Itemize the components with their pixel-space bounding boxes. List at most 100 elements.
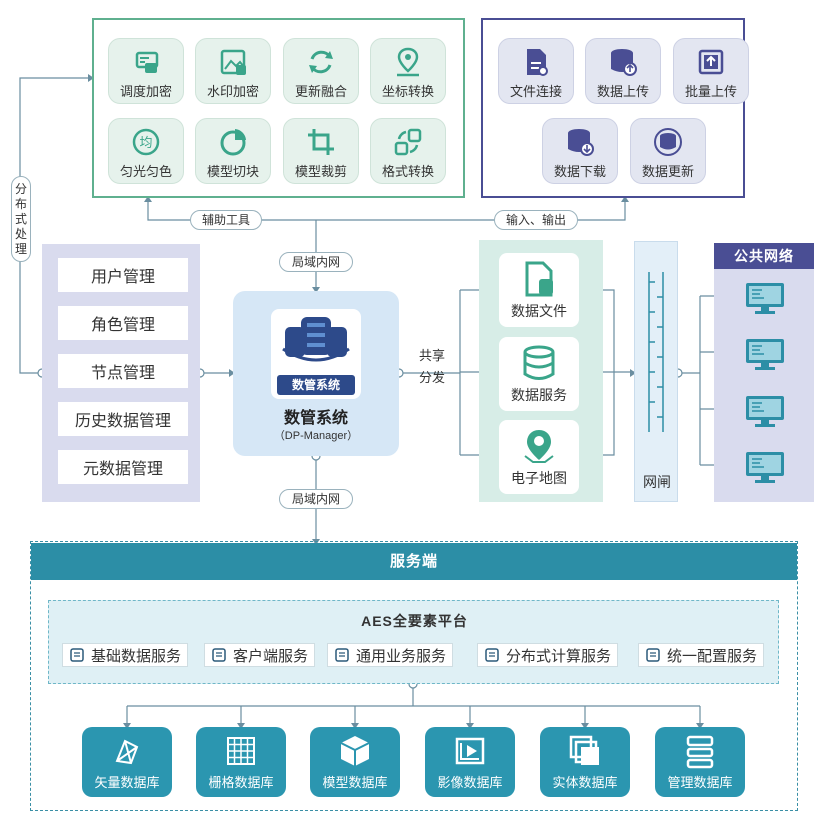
service-label: 统一配置服务 bbox=[667, 647, 758, 665]
refresh-merge-icon bbox=[309, 50, 333, 74]
aes-platform-title: AES全要素平台 bbox=[361, 613, 468, 629]
service-cluster[interactable]: 分布式计算服务 bbox=[477, 643, 619, 667]
monitor-icon bbox=[212, 648, 226, 662]
io-label: 批量上传 bbox=[684, 84, 737, 99]
image-db-icon bbox=[455, 737, 485, 765]
monitor-icon bbox=[744, 394, 786, 433]
monitor-icon bbox=[744, 281, 786, 320]
service-label: 分布式计算服务 bbox=[506, 647, 612, 665]
coordinate-convert-icon bbox=[397, 47, 419, 77]
distributed-char: 处 bbox=[14, 226, 27, 241]
database-label: 栅格数据库 bbox=[208, 775, 274, 790]
data-upload-icon bbox=[611, 49, 637, 76]
service-database[interactable]: 基础数据服务 bbox=[62, 643, 189, 667]
tool-schedule-encrypt[interactable]: 调度加密 bbox=[108, 38, 184, 104]
management-item[interactable]: 节点管理 bbox=[58, 354, 188, 388]
distributed-char: 理 bbox=[14, 241, 27, 256]
io-batch-upload[interactable]: 批量上传 bbox=[673, 38, 749, 104]
watermark-encrypt-icon bbox=[220, 49, 246, 75]
io-data-upload[interactable]: 数据上传 bbox=[585, 38, 661, 104]
io-label: 文件连接 bbox=[509, 84, 562, 99]
raster-db-icon bbox=[227, 737, 255, 765]
database-label: 管理数据库 bbox=[667, 775, 733, 790]
management-db-icon bbox=[686, 735, 714, 769]
share-item-electronic-map[interactable]: 电子地图 bbox=[499, 420, 579, 494]
database-model[interactable]: 模型数据库 bbox=[310, 727, 400, 797]
service-label: 基础数据服务 bbox=[91, 647, 182, 665]
model-tile-icon bbox=[220, 129, 246, 156]
settings-icon bbox=[646, 648, 660, 662]
io-label: 数据上传 bbox=[596, 84, 649, 99]
entity-db-icon bbox=[569, 735, 599, 765]
share-panel: 数据文件 数据服务 电子地图 bbox=[479, 240, 603, 502]
data-service-icon bbox=[523, 345, 555, 380]
database-entity[interactable]: 实体数据库 bbox=[540, 727, 630, 797]
share-label-line: 共享 bbox=[418, 348, 445, 363]
distributed-char: 布 bbox=[14, 196, 27, 211]
tool-coordinate-convert[interactable]: 坐标转换 bbox=[370, 38, 446, 104]
monitor-icon bbox=[744, 337, 786, 376]
file-link-icon bbox=[527, 49, 548, 76]
database-vector[interactable]: 矢量数据库 bbox=[82, 727, 172, 797]
share-distribute-label: 共享 分发 bbox=[412, 345, 452, 389]
database-label: 矢量数据库 bbox=[94, 775, 160, 790]
tool-label: 调度加密 bbox=[119, 84, 172, 99]
svg-text:均: 均 bbox=[139, 136, 152, 151]
tool-watermark-encrypt[interactable]: 水印加密 bbox=[195, 38, 271, 104]
tool-refresh-merge[interactable]: 更新融合 bbox=[283, 38, 359, 104]
management-panel: 用户管理 角色管理 节点管理 历史数据管理 元数据管理 bbox=[42, 244, 200, 502]
database-raster[interactable]: 栅格数据库 bbox=[196, 727, 286, 797]
monitor-icon bbox=[744, 450, 786, 489]
database-label: 影像数据库 bbox=[437, 775, 503, 790]
database-management[interactable]: 管理数据库 bbox=[655, 727, 745, 797]
io-file-link[interactable]: 文件连接 bbox=[498, 38, 574, 104]
tool-model-crop[interactable]: 模型裁剪 bbox=[283, 118, 359, 184]
server-panel bbox=[30, 541, 798, 811]
io-tag: 输入、输出 bbox=[494, 210, 578, 230]
io-data-update[interactable]: 数据更新 bbox=[630, 118, 706, 184]
database-image[interactable]: 影像数据库 bbox=[425, 727, 515, 797]
service-label: 通用业务服务 bbox=[356, 647, 447, 665]
share-label-line: 分发 bbox=[418, 370, 445, 385]
tool-label: 更新融合 bbox=[294, 84, 347, 99]
batch-upload-icon bbox=[698, 49, 724, 75]
data-update-icon bbox=[654, 128, 682, 156]
tool-label: 匀光匀色 bbox=[119, 164, 172, 179]
service-cubes[interactable]: 通用业务服务 bbox=[327, 643, 454, 667]
database-icon bbox=[70, 648, 84, 662]
database-label: 模型数据库 bbox=[322, 775, 388, 790]
io-data-download[interactable]: 数据下载 bbox=[542, 118, 618, 184]
share-item-data-service[interactable]: 数据服务 bbox=[499, 337, 579, 411]
tool-uniform-color[interactable]: 均匀光匀色 bbox=[108, 118, 184, 184]
model-db-icon bbox=[340, 736, 370, 766]
cluster-icon bbox=[485, 648, 499, 662]
tool-label: 模型裁剪 bbox=[294, 164, 347, 179]
dp-manager-title: 数管系统 bbox=[283, 410, 348, 427]
gate-label: 网闸 bbox=[643, 474, 671, 490]
management-item[interactable]: 用户管理 bbox=[58, 258, 188, 292]
service-settings[interactable]: 统一配置服务 bbox=[638, 643, 765, 667]
share-item-data-file[interactable]: 数据文件 bbox=[499, 253, 579, 327]
data-file-icon bbox=[525, 261, 553, 297]
database-cluster-icon bbox=[282, 317, 350, 362]
data-download-icon bbox=[568, 129, 594, 156]
management-item[interactable]: 角色管理 bbox=[58, 306, 188, 340]
distributed-char: 式 bbox=[14, 211, 27, 226]
dp-manager-center[interactable]: 数管系统 数管系统 （DP-Manager） bbox=[233, 291, 399, 456]
database-label: 实体数据库 bbox=[552, 775, 618, 790]
tool-label: 水印加密 bbox=[206, 84, 259, 99]
management-item[interactable]: 历史数据管理 bbox=[58, 402, 188, 436]
tool-label: 坐标转换 bbox=[381, 84, 434, 99]
tool-model-tile[interactable]: 模型切块 bbox=[195, 118, 271, 184]
tool-format-convert[interactable]: 格式转换 bbox=[370, 118, 446, 184]
io-label: 数据更新 bbox=[641, 164, 694, 179]
dp-manager-subtitle: （DP-Manager） bbox=[273, 430, 359, 442]
service-monitor[interactable]: 客户端服务 bbox=[204, 643, 316, 667]
management-item[interactable]: 元数据管理 bbox=[58, 450, 188, 484]
public-network-title: 公共网络 bbox=[714, 243, 814, 269]
network-gate: 网闸 bbox=[634, 241, 678, 502]
distributed-processing-label: 分 布 式 处 理 bbox=[11, 176, 31, 262]
cubes-icon bbox=[335, 648, 349, 662]
auxiliary-tools-tag: 辅助工具 bbox=[190, 210, 262, 230]
server-title: 服务端 bbox=[31, 543, 797, 580]
